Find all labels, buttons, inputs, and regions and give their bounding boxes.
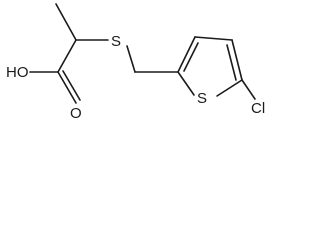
- atom-labels: HO O S S Cl: [6, 33, 265, 122]
- bond-ring-c2-c3-outer: [177, 36, 196, 73]
- chlorine-label: Cl: [251, 100, 265, 117]
- bond-alpha-carbon-to-carboxyl: [57, 39, 77, 73]
- bond-ring-to-chlorine: [241, 79, 256, 100]
- bond-ring-sulfur-c2: [177, 71, 195, 96]
- bond-sulfur-to-methylene: [126, 45, 136, 73]
- bond-ring-c3-c4: [194, 36, 233, 41]
- ring-sulfur-label: S: [197, 90, 207, 107]
- bond-ring-c5-sulfur: [216, 79, 243, 97]
- carbonyl-oxygen-label: O: [70, 105, 82, 122]
- bonds: [29, 3, 256, 104]
- bond-ring-c4-c5-inner: [226, 44, 237, 81]
- bond-ring-c4-c5-outer: [231, 39, 243, 81]
- bond-ring-c2-c3-inner: [183, 42, 199, 72]
- thioether-sulfur-label: S: [111, 33, 121, 50]
- bond-carbonyl-inner: [62, 70, 81, 101]
- bond-methyl: [55, 3, 77, 41]
- hydroxyl-label: HO: [6, 64, 29, 81]
- bond-carbonyl-outer: [57, 71, 77, 104]
- chemical-structure: HO O S S Cl: [6, 3, 265, 122]
